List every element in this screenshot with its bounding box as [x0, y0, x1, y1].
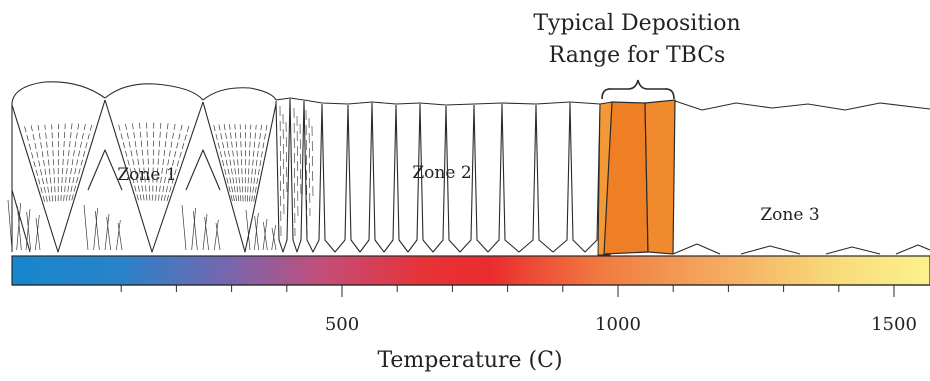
hatch-line — [30, 125, 48, 202]
hatch-line — [285, 121, 288, 197]
columnar-grain — [445, 104, 475, 253]
hatch-line — [7, 199, 13, 251]
hatch-line — [202, 213, 208, 251]
hatch-line — [35, 217, 41, 251]
hatch-line — [215, 222, 221, 251]
hatch-line — [16, 205, 22, 251]
hatch-line — [131, 122, 145, 201]
hatch-line — [192, 210, 198, 251]
zone1-label: Zone 1 — [117, 165, 176, 185]
columnar-grain — [569, 102, 601, 253]
tick-label-1500: 1500 — [871, 314, 917, 335]
hatch-line — [254, 215, 260, 251]
columnar-grain — [347, 102, 373, 253]
hatch-line — [51, 124, 56, 202]
hatch-line — [308, 117, 311, 217]
columnar-grain — [473, 103, 503, 253]
hatch-line — [293, 107, 296, 237]
hatch-line — [251, 124, 262, 202]
deposition-band — [597, 99, 676, 256]
columnar-grain — [395, 103, 421, 253]
hatch-line — [160, 123, 176, 201]
columnar-grain — [303, 100, 323, 253]
hatch-line — [249, 124, 257, 202]
axis-ticks — [120, 285, 895, 297]
hatch-line — [124, 121, 142, 201]
columnar-grain — [535, 102, 571, 253]
hatch-line — [24, 125, 45, 202]
hatch-line — [44, 124, 54, 202]
hatch-line — [158, 122, 169, 201]
hatch-line — [146, 122, 151, 201]
hatch-line — [213, 219, 219, 251]
zone1-cone-grains — [11, 81, 277, 253]
hatch-line — [65, 122, 80, 201]
hatch-line — [282, 113, 285, 217]
hatch-line — [117, 121, 139, 201]
hatch-line — [223, 123, 238, 202]
hatch-line — [279, 105, 282, 237]
zone3-grains — [672, 100, 930, 255]
tick-label-500: 500 — [325, 314, 359, 335]
x-axis-title: Temperature (C) — [377, 348, 562, 373]
hatch-line — [213, 123, 233, 202]
hatch-line — [311, 125, 314, 197]
hatch-line — [25, 208, 31, 251]
title-line2: Range for TBCs — [549, 43, 726, 68]
hatch-line — [253, 125, 268, 202]
hatch-line — [262, 221, 268, 251]
hatch-line — [104, 213, 110, 251]
hatch-line — [163, 123, 183, 201]
hatch-line — [152, 122, 155, 201]
zone2-label: Zone 2 — [412, 163, 471, 183]
columnar-grain — [419, 103, 447, 253]
zone3-label: Zone 3 — [760, 205, 819, 225]
temperature-color-bar — [11, 255, 930, 286]
hatch-line — [71, 122, 93, 201]
hatch-line — [34, 214, 40, 251]
hatch-line — [26, 211, 32, 251]
hatch-line — [37, 125, 51, 202]
hatch-line — [139, 122, 148, 201]
hatch-line — [245, 209, 251, 251]
deposition-brace — [601, 79, 675, 100]
hatch-line — [60, 123, 66, 201]
zone1-hatching — [7, 121, 277, 251]
zone2-columnar-grains — [275, 97, 601, 253]
hatch-line — [106, 216, 112, 251]
hatch-line — [115, 219, 121, 251]
hatch-line — [229, 124, 240, 202]
hatch-line — [117, 222, 123, 251]
hatch-line — [218, 123, 235, 202]
hatch-line — [63, 123, 73, 201]
axis-tick-labels: 500 1000 1500 — [325, 314, 917, 335]
columnar-grain — [275, 98, 291, 253]
title-line1: Typical Deposition — [533, 11, 740, 36]
hatch-line — [271, 227, 277, 251]
hatch-line — [94, 210, 100, 251]
hatch-line — [305, 109, 308, 237]
hatch-line — [181, 204, 187, 251]
columnar-grain — [289, 98, 305, 253]
columnar-grain — [321, 103, 349, 253]
hatch-line — [204, 216, 210, 251]
hatch-line — [16, 202, 22, 251]
hatch-line — [68, 122, 87, 201]
tick-label-1000: 1000 — [595, 314, 641, 335]
hatch-line — [83, 204, 89, 251]
hatch-line — [296, 115, 299, 217]
columnar-grain — [501, 103, 537, 253]
hatch-line — [234, 124, 242, 202]
hatch-line — [93, 207, 99, 251]
columnar-grain — [371, 102, 397, 253]
hatch-line — [155, 122, 162, 201]
hatch-line — [166, 123, 191, 201]
hatch-line — [191, 207, 197, 251]
hatch-line — [239, 124, 244, 202]
hatch-line — [299, 123, 302, 197]
zone2-top-edge — [275, 97, 601, 106]
hatch-line — [246, 124, 252, 202]
